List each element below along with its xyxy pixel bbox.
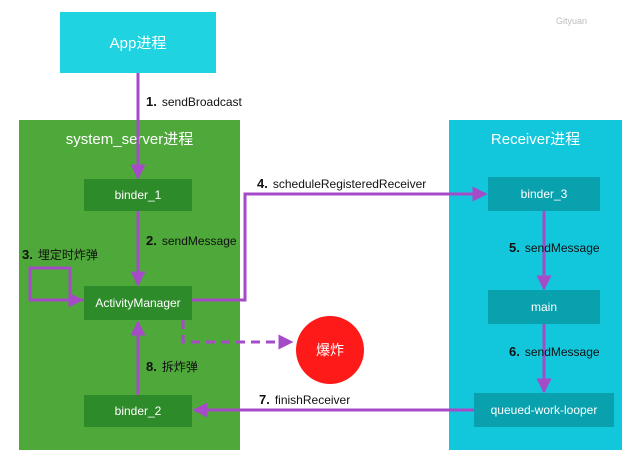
binder-1-node: binder_1: [84, 179, 192, 211]
app-process-label: App进程: [109, 35, 167, 52]
activity-manager-node: ActivityManager: [84, 286, 192, 320]
queued-work-looper-node: queued-work-looper: [474, 393, 614, 427]
step-8-label: 8.拆炸弹: [146, 359, 198, 374]
binder-1-label: binder_1: [114, 188, 162, 202]
main-label: main: [530, 300, 557, 314]
step-1-label: 1.sendBroadcast: [146, 94, 242, 109]
watermark: Gityuan: [556, 16, 588, 26]
binder-3-label: binder_3: [520, 187, 568, 201]
arrow-bomb-dashed: [181, 320, 294, 350]
arrow-step-4: [192, 186, 488, 302]
main-node: main: [488, 290, 600, 324]
activity-manager-label: ActivityManager: [95, 296, 181, 310]
step-6-label: 6.sendMessage: [509, 344, 600, 359]
step-2-label: 2.sendMessage: [146, 233, 237, 248]
step-4-label: 4.scheduleRegisteredReceiver: [257, 176, 427, 191]
binder-2-label: binder_2: [114, 404, 162, 418]
explosion-label: 爆炸: [316, 342, 344, 358]
step-3-label: 3.埋定时炸弹: [22, 247, 98, 262]
step-7-label: 7.finishReceiver: [259, 392, 351, 407]
step-5-label: 5.sendMessage: [509, 240, 600, 255]
system-server-title: system_server进程: [65, 131, 194, 148]
binder-2-node: binder_2: [84, 395, 192, 427]
explosion-circle: 爆炸: [296, 316, 364, 384]
queued-work-looper-label: queued-work-looper: [490, 403, 598, 417]
app-process-box: App进程: [60, 12, 216, 73]
binder-3-node: binder_3: [488, 177, 600, 211]
arrow-step-3: [28, 266, 84, 308]
receiver-title: Receiver进程: [490, 131, 581, 148]
